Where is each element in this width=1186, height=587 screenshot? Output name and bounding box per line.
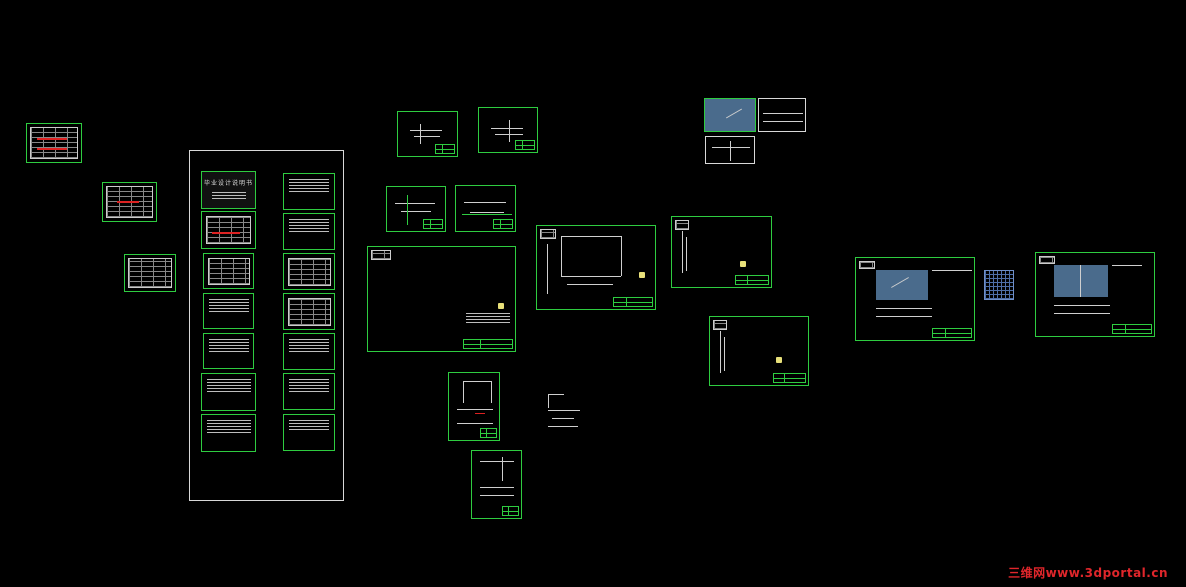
sheet-report-page[interactable] [283, 253, 335, 290]
sheet-section-drawing[interactable] [705, 136, 755, 164]
sheet-fixture-assembly[interactable] [536, 225, 656, 310]
sheet-mold-assembly-2[interactable] [1035, 252, 1155, 337]
red-marker [117, 201, 139, 203]
sheet-report-page[interactable] [203, 293, 254, 329]
hatch-grid-part[interactable] [984, 270, 1014, 300]
sheet-report-page[interactable] [283, 373, 335, 410]
sheet-fixture-drawing-3[interactable] [386, 186, 446, 232]
table-grid [30, 127, 78, 159]
table-grid [106, 186, 153, 218]
sheet-assembly-layout[interactable] [367, 246, 516, 352]
sheet-report-page[interactable] [203, 253, 254, 289]
sheet-fixture-drawing-2[interactable] [478, 107, 538, 153]
sheet-report-page[interactable] [283, 293, 335, 330]
sheet-report-page[interactable] [283, 173, 335, 210]
sheet-process-table-2[interactable] [102, 182, 157, 222]
watermark-logo-text: 三维网www.3dportal.cn [1008, 566, 1168, 580]
sheet-report-page[interactable] [283, 333, 335, 370]
cover-title: 毕业设计说明书 [203, 180, 253, 187]
red-marker [37, 148, 67, 150]
cover-text [212, 192, 246, 201]
sheet-profile-drawing[interactable] [758, 98, 806, 132]
sheet-report-page[interactable] [201, 211, 256, 249]
report-frame[interactable]: 毕业设计说明书 [189, 150, 344, 501]
sheet-part-drawing-2[interactable] [471, 450, 522, 519]
sheet-cover[interactable]: 毕业设计说明书 [201, 171, 256, 209]
loose-drawing-part[interactable] [546, 392, 582, 434]
sheet-detail-drawing-1[interactable] [671, 216, 772, 288]
red-marker [37, 138, 67, 140]
sheet-report-page[interactable] [283, 213, 335, 250]
sheet-fixture-drawing-1[interactable] [397, 111, 458, 157]
sheet-report-page[interactable] [283, 414, 335, 451]
sheet-detail-drawing-2[interactable] [709, 316, 809, 386]
sheet-hatched-part[interactable] [704, 98, 756, 132]
sheet-report-page[interactable] [203, 333, 254, 369]
sheet-process-table-1[interactable] [26, 123, 82, 163]
sheet-process-table-3[interactable] [124, 254, 176, 292]
sheet-fixture-drawing-4[interactable] [455, 185, 516, 232]
sheet-report-page[interactable] [201, 373, 256, 411]
sheet-report-page[interactable] [201, 414, 256, 452]
sheet-part-drawing-1[interactable] [448, 372, 500, 441]
sheet-mold-assembly-1[interactable] [855, 257, 975, 341]
table-grid [128, 258, 172, 288]
